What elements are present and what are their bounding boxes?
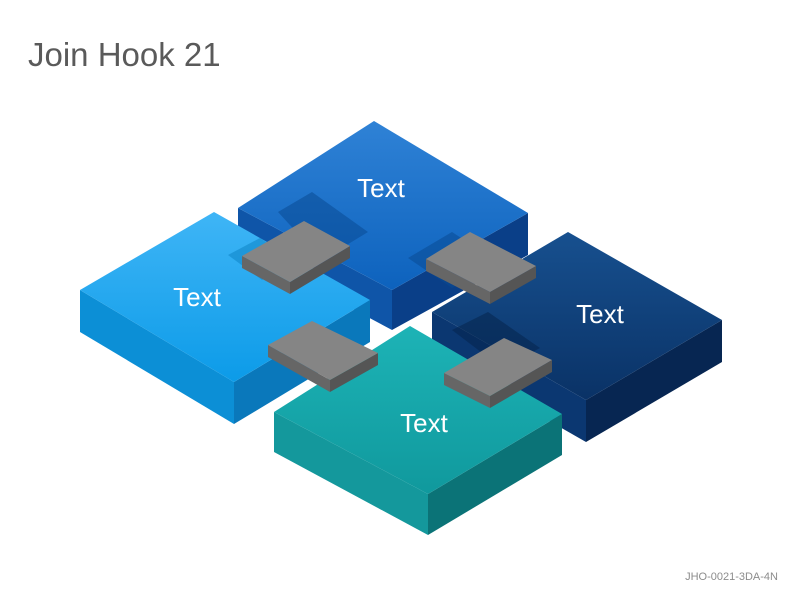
diagram-code: JHO-0021-3DA-4N: [685, 571, 778, 583]
piece-label-right: Text: [576, 299, 624, 329]
connector-left-bottom: [268, 321, 378, 392]
connector-top-right: [426, 232, 536, 304]
piece-label-left: Text: [173, 282, 221, 312]
connector-bottom-right: [444, 338, 552, 408]
piece-label-bottom: Text: [400, 408, 448, 438]
page-title: Join Hook 21: [28, 36, 221, 73]
connector-top-left: [242, 221, 350, 294]
piece-label-top: Text: [357, 173, 405, 203]
